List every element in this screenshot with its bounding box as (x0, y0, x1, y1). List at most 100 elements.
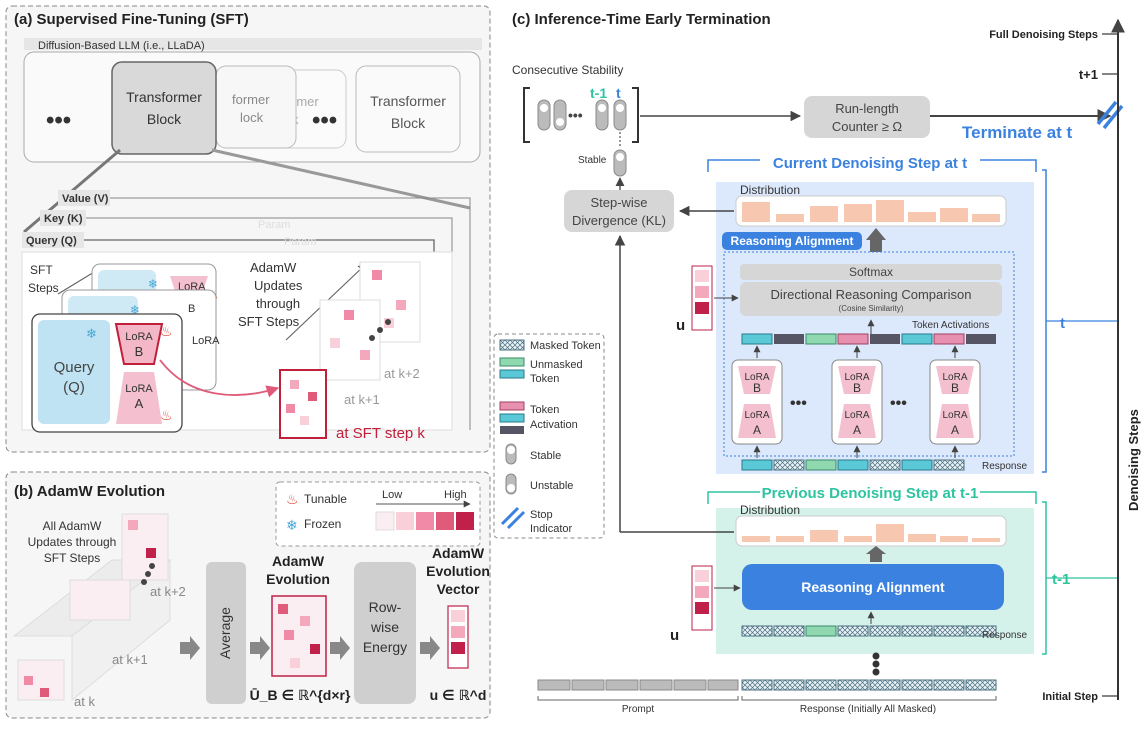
legend-unstable-label: Unstable (530, 480, 573, 492)
token-activation-row (741, 333, 996, 345)
lora-card-1-b1: LoRA (744, 372, 769, 383)
u-previous-label: u (670, 627, 679, 644)
legend-activation-swatch-1 (499, 401, 525, 411)
value-label: Value (V) (62, 193, 109, 205)
arrow-to-evolution (250, 636, 270, 660)
reasoning-alignment-box (742, 564, 1004, 610)
query-label: Query (Q) (26, 235, 77, 247)
sft-steps-line2: Steps (28, 281, 59, 295)
u-prev-cell-1 (695, 570, 709, 582)
query-box-line1: Query (54, 359, 95, 376)
matrix-dot-2 (377, 327, 383, 333)
stack-at-k: at k (74, 694, 95, 709)
current-distribution-label: Distribution (740, 183, 800, 197)
lora-ellipsis-2: ••• (890, 395, 907, 412)
previous-step-bracket (707, 491, 1037, 504)
frozen-icon-back1: ❄ (130, 303, 140, 317)
lora-card-1 (731, 359, 783, 445)
evolution-title-2: Evolution (266, 571, 330, 587)
token-legend (493, 333, 605, 539)
current-response-row (741, 459, 965, 471)
legend-stop-label-1: Stop (530, 509, 553, 521)
stack-at-k1: at k+1 (112, 652, 148, 667)
adamw-updates-line1: AdamW (250, 260, 297, 275)
stack-dot-1 (149, 563, 155, 569)
transformer-block-main (111, 61, 217, 155)
u-current-cell-3 (695, 302, 709, 314)
u-current-cell-2 (695, 286, 709, 298)
t-range-bracket (1042, 169, 1047, 473)
softmax-box (740, 264, 1002, 280)
reasoning-alignment-area (723, 251, 1015, 457)
arrow-to-energy (330, 636, 350, 660)
initial-step-label: Initial Step (1042, 691, 1098, 703)
previous-distribution-bars (742, 524, 1000, 542)
previous-response-row (741, 625, 997, 637)
current-step-bracket (707, 159, 1037, 172)
row-energy-box (354, 562, 416, 704)
evolution-matrix (271, 595, 327, 677)
at-k2-label: at k+2 (384, 366, 420, 381)
arrow-to-vector (420, 636, 440, 660)
lora-card-2 (831, 359, 883, 445)
block-frag-1: former (232, 92, 270, 107)
block-frag-3: rmer (292, 94, 319, 109)
matrix-dot-1 (385, 319, 391, 325)
frozen-icon-legend: ❄ (286, 517, 298, 533)
current-response-label: Response (982, 461, 1027, 472)
row-energy-line1: Row- (369, 599, 402, 615)
adamw-updates-line3: through (256, 296, 300, 311)
previous-step-title: Previous Denoising Step at t-1 (762, 485, 979, 502)
legend-stable-label: Stable (530, 450, 561, 462)
transformer-block-faded-2 (215, 65, 297, 149)
softmax-label: Softmax (849, 265, 893, 279)
legend-unmasked-swatch-1 (499, 357, 525, 367)
t1-range-bracket (1042, 501, 1047, 655)
lora-b-line2: B (135, 344, 144, 359)
lora-a-front (116, 372, 162, 424)
value-sheet (60, 197, 471, 430)
legend-unmasked-label-1: Unmasked (530, 359, 583, 371)
query-box (38, 320, 110, 424)
divergence-box (564, 190, 674, 232)
steps-dot-2 (872, 660, 880, 668)
prompt-row (537, 679, 739, 691)
reasoning-alignment-tab (722, 232, 862, 250)
key-label: Key (K) (44, 213, 83, 225)
divergence-line2: Divergence (KL) (572, 213, 666, 228)
ellipsis-left: ••• (46, 107, 71, 134)
lora-card-2-a2: A (853, 423, 861, 437)
sft-steps-line1: SFT (30, 263, 53, 277)
axis-t1-label: t-1 (1052, 571, 1070, 588)
lora-card-2-b2: B (853, 381, 861, 395)
update-stack (12, 513, 172, 702)
vector-title-3: Vector (437, 581, 480, 597)
llm-label: Diffusion-Based LLM (i.e., LLaDA) (38, 40, 205, 52)
denoising-steps-axis-label: Denoising Steps (1126, 409, 1141, 511)
pill-label-t-minus-1: t-1 (590, 85, 607, 101)
u-current-label: u (676, 317, 685, 334)
current-step-title: Current Denoising Step at t (773, 155, 967, 172)
stack-dot-3 (141, 579, 147, 585)
lora-to-matrix-arrow (159, 359, 280, 398)
tunable-label: Tunable (304, 492, 347, 506)
legend-activation-swatch-2 (499, 413, 525, 423)
evolution-title-1: AdamW (272, 553, 325, 569)
transformer-block-right (355, 65, 461, 153)
legend-stop-icon-2 (506, 510, 526, 530)
stack-at-k2: at k+2 (150, 584, 186, 599)
param-faded-2: Param (284, 236, 316, 248)
lora-a-line1: LoRA (125, 383, 153, 395)
current-distribution-bars (742, 200, 1000, 222)
token-activations-label: Token Activations (912, 320, 989, 331)
lora-card-3-a2: A (951, 423, 959, 437)
terminate-label: Terminate at t (962, 123, 1073, 142)
divergence-line1: Step-wise (590, 195, 647, 210)
stability-pills (537, 99, 627, 131)
u-current-cell-1 (695, 270, 709, 282)
lora-card-1-a2: A (753, 423, 761, 437)
vector-title-2: Evolution (426, 563, 490, 579)
legend-masked-label: Masked Token (530, 340, 601, 352)
run-length-line2: Counter ≥ Ω (832, 119, 903, 134)
